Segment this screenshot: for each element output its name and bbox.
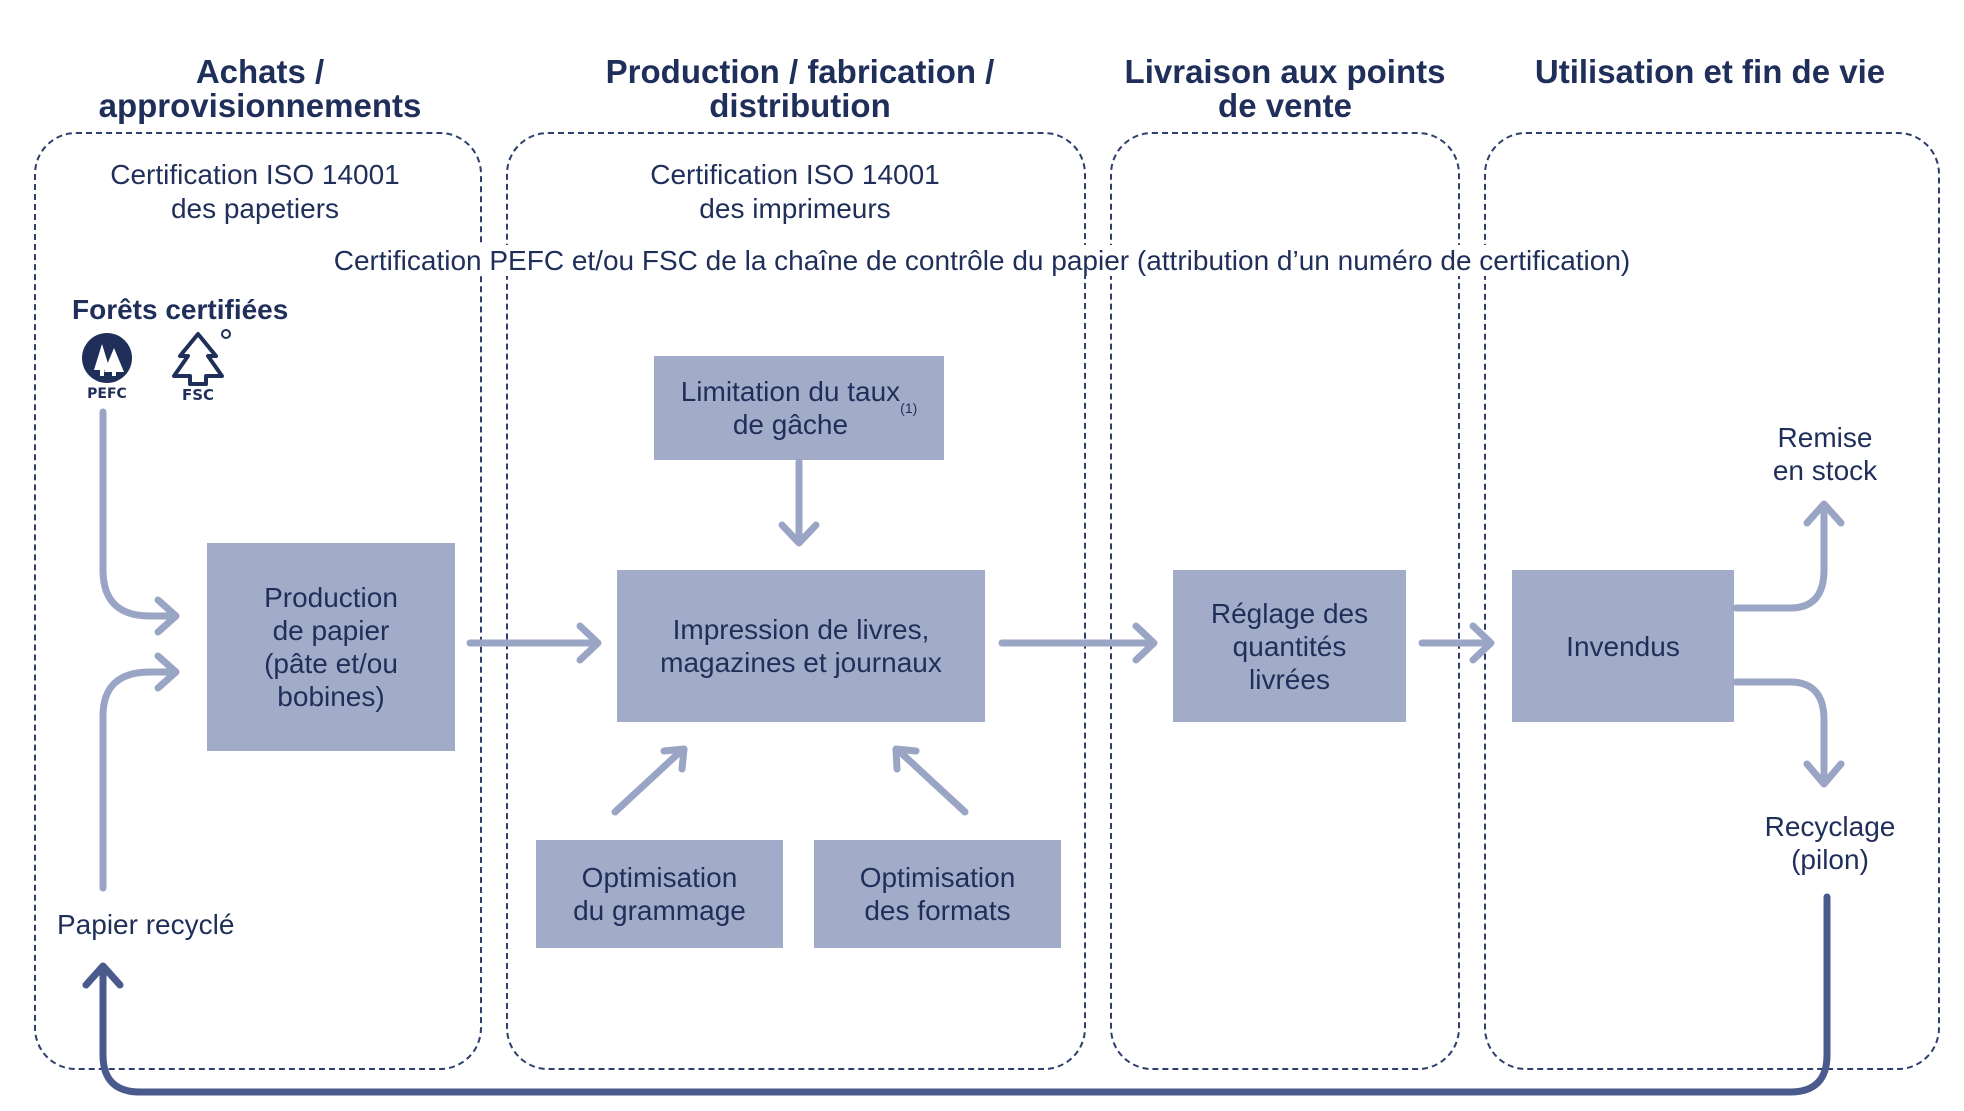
arrow-forets-to-production	[99, 408, 179, 620]
box-production-papier: Production de papier (pâte et/ou bobines…	[207, 543, 455, 751]
arrow-head-reglage	[1132, 622, 1158, 664]
box-invendus: Invendus	[1512, 570, 1734, 722]
fsc-logo-icon: FSC	[160, 326, 235, 404]
arrow-head-impression	[576, 622, 602, 664]
zone-utilisation	[1484, 132, 1940, 1070]
column-title-livraison: Livraison aux points de vente	[1124, 53, 1446, 124]
column-title-utilisation: Utilisation et fin de vie	[1534, 53, 1886, 90]
pefc-logo-icon: PEFC	[72, 330, 142, 402]
arrow-head-forets	[154, 596, 180, 636]
box-optimisation-formats: Optimisation des formats	[814, 840, 1061, 948]
arrow-head-remise	[1803, 500, 1845, 527]
arrow-recycle-to-production	[99, 668, 179, 892]
box-impression: Impression de livres, magazines et journ…	[617, 570, 985, 722]
cert-iso-imprimeurs: Certification ISO 14001 des imprimeurs	[650, 159, 940, 224]
zone-achats	[34, 132, 482, 1070]
pefc-logo-label: PEFC	[87, 386, 127, 402]
arrow-head-invendus	[1469, 622, 1495, 664]
label-recyclage-pilon: Recyclage (pilon)	[1764, 811, 1896, 875]
arrow-head-loop	[82, 962, 124, 989]
box-limitation-text: Limitation du taux de gâche	[680, 376, 901, 440]
cert-iso-papetiers: Certification ISO 14001 des papetiers	[110, 159, 400, 224]
arrow-invendus-to-remise	[1732, 504, 1828, 612]
zone-livraison	[1110, 132, 1460, 1070]
forets-title: Forêts certifiées	[72, 294, 289, 325]
arrow-head-grammage	[660, 745, 688, 773]
column-title-production: Production / fabrication / distribution	[605, 53, 995, 124]
box-limitation-gache: Limitation du taux de gâche(1)	[654, 356, 944, 460]
arrow-head-limitation	[778, 521, 820, 547]
box-optimisation-grammage: Optimisation du grammage	[536, 840, 783, 948]
arrow-grammage-to-impression	[611, 746, 686, 816]
zone-production	[506, 132, 1086, 1070]
cert-chain-of-custody: Certification PEFC et/ou FSC de la chaîn…	[0, 244, 1964, 278]
arrow-head-recyclage	[1803, 760, 1845, 788]
footnote-1: (1)	[900, 399, 918, 416]
column-title-achats: Achats / approvisionnements	[98, 53, 422, 124]
cert-chain-text: Certification PEFC et/ou FSC de la chaîn…	[327, 245, 1637, 276]
label-papier-recycle: Papier recyclé	[57, 909, 235, 940]
arrow-recyclage-loop	[99, 893, 1831, 1096]
arrow-head-formats	[892, 745, 920, 773]
arrow-head-recycle	[154, 652, 180, 692]
arrow-invendus-to-recyclage	[1732, 678, 1828, 784]
arrow-formats-to-impression	[894, 746, 969, 816]
label-remise-en-stock: Remise en stock	[1772, 422, 1878, 486]
fsc-logo-label: FSC	[182, 386, 214, 402]
box-reglage-quantites: Réglage des quantités livrées	[1173, 570, 1406, 722]
